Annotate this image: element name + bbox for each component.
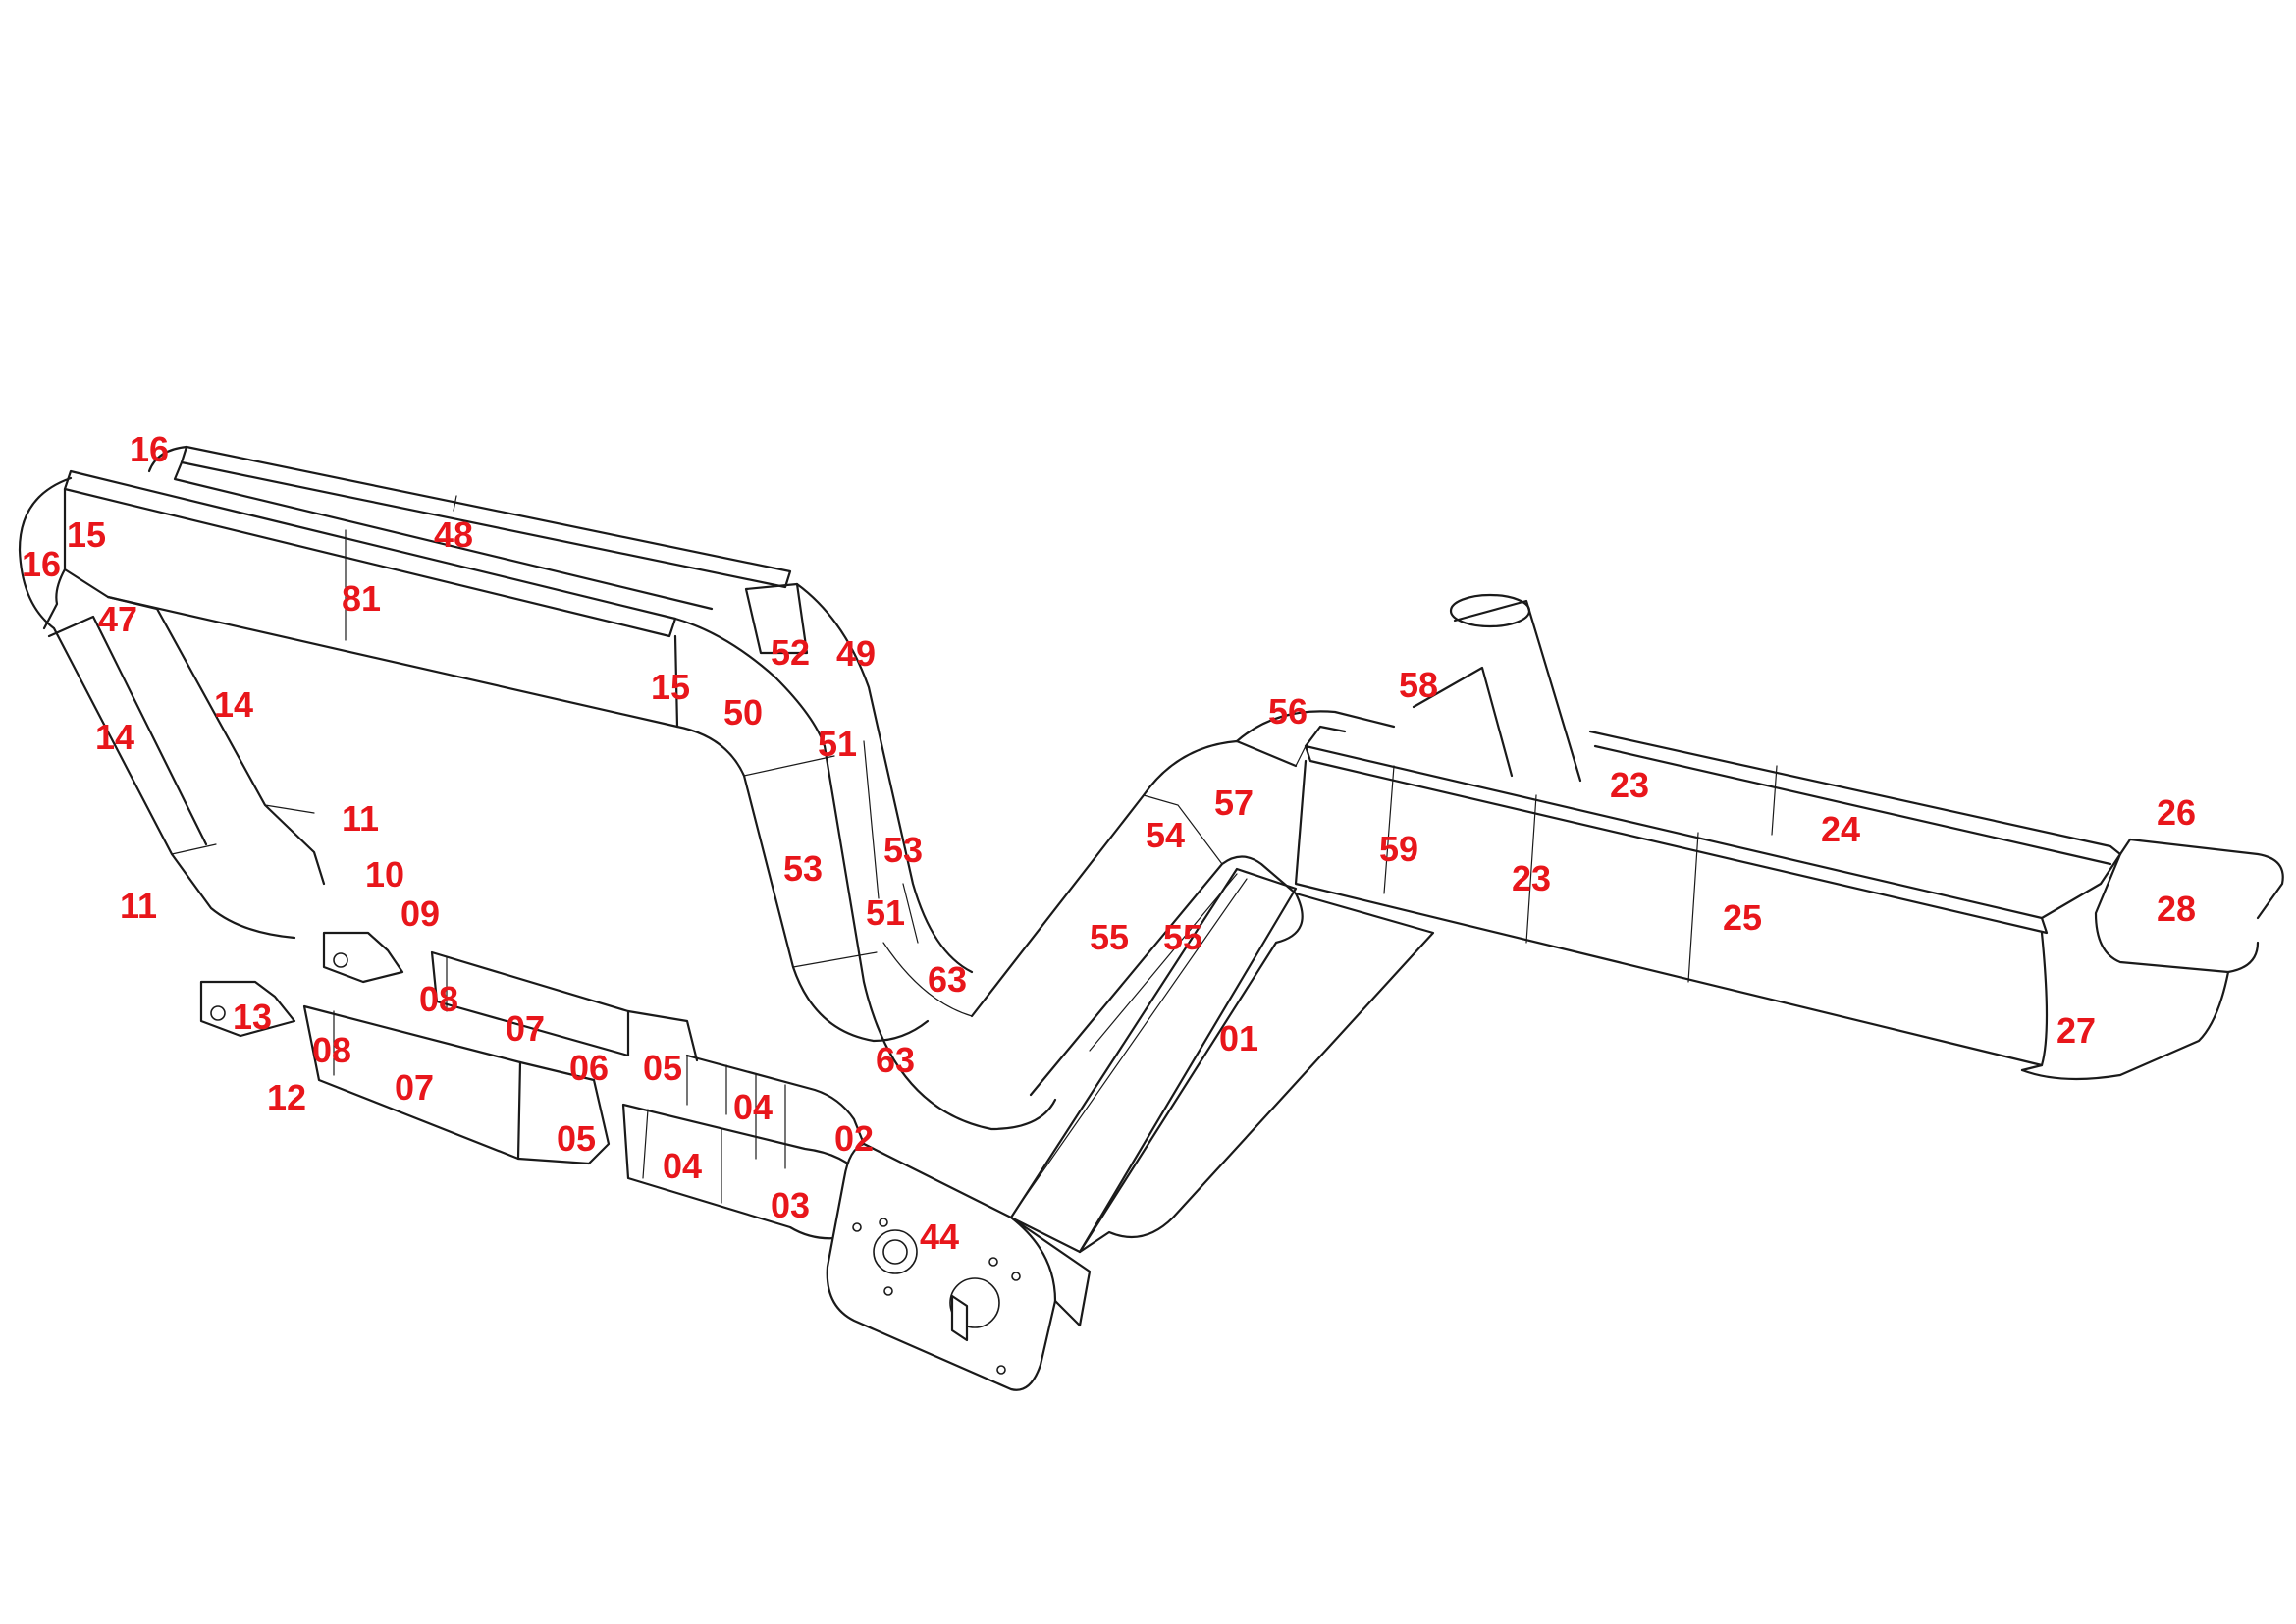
part-label-56: 56 [1268, 691, 1308, 731]
part-label-54: 54 [1146, 815, 1185, 855]
central-seat-support [1235, 593, 1582, 783]
part-label-15-right: 15 [651, 667, 690, 707]
part-label-10: 10 [365, 854, 404, 894]
part-label-49: 49 [836, 633, 876, 674]
part-label-15-left: 15 [67, 514, 106, 555]
part-label-14-inner: 14 [214, 684, 253, 725]
right-end-cap [2020, 838, 2284, 1081]
part-label-16-top: 16 [130, 429, 169, 469]
part-label-11-lower: 11 [120, 886, 157, 926]
part-label-53-right: 53 [883, 830, 923, 870]
part-label-48: 48 [434, 514, 473, 555]
part-label-24: 24 [1821, 809, 1860, 849]
top-front-rail [63, 469, 679, 729]
part-label-04-lower: 04 [663, 1146, 702, 1186]
right-long-rail [1294, 730, 2122, 1067]
part-label-50: 50 [723, 692, 763, 732]
part-label-14-outer: 14 [95, 717, 134, 757]
mid-crossing-tubes [970, 739, 1298, 1097]
gearbox-plate [826, 1142, 1092, 1391]
top-back-rail [147, 445, 792, 611]
part-label-02: 02 [834, 1118, 874, 1159]
rear-upright-loop [673, 582, 1057, 1131]
part-label-63-upper: 63 [928, 959, 967, 1000]
part-label-23-lower: 23 [1512, 858, 1551, 898]
part-label-63-lower: 63 [876, 1040, 915, 1080]
part-label-04-upper: 04 [733, 1087, 773, 1127]
rear-left-loop [18, 476, 326, 940]
part-label-53-left: 53 [783, 848, 823, 889]
part-label-57: 57 [1214, 783, 1254, 823]
part-label-05-lower: 05 [557, 1118, 596, 1159]
part-label-09: 09 [400, 893, 440, 934]
part-label-08-upper: 08 [419, 979, 458, 1019]
part-label-28: 28 [2157, 889, 2196, 929]
part-label-51-lower: 51 [866, 893, 905, 933]
part-label-11-upper: 11 [342, 798, 379, 839]
part-label-01: 01 [1219, 1018, 1258, 1058]
part-label-26: 26 [2157, 792, 2196, 833]
part-label-47: 47 [98, 599, 137, 639]
part-label-12: 12 [267, 1077, 306, 1117]
part-label-55-left: 55 [1090, 917, 1129, 957]
part-label-08-lower: 08 [312, 1030, 351, 1070]
part-label-07-upper: 07 [506, 1008, 545, 1049]
part-label-23-upper: 23 [1610, 765, 1649, 805]
frame-line-art [18, 445, 2284, 1391]
part-label-55-right: 55 [1163, 917, 1202, 957]
part-label-44: 44 [920, 1217, 959, 1257]
part-label-05-upper: 05 [643, 1048, 682, 1088]
part-label-07-lower: 07 [395, 1067, 434, 1108]
part-label-81: 81 [342, 578, 381, 619]
part-label-52: 52 [771, 632, 810, 673]
part-label-59: 59 [1379, 829, 1418, 869]
lower-left-rails [199, 931, 699, 1165]
main-floor-beam [1009, 867, 1435, 1254]
part-label-16-left: 16 [22, 544, 61, 584]
part-label-25: 25 [1723, 897, 1762, 938]
part-label-13: 13 [233, 997, 272, 1037]
part-label-51-upper: 51 [818, 724, 857, 764]
part-label-03: 03 [771, 1185, 810, 1225]
part-label-27: 27 [2056, 1010, 2096, 1051]
part-number-labels: 01 02 03 04 04 05 05 06 07 07 08 08 09 1… [22, 429, 2196, 1257]
part-label-06: 06 [569, 1048, 609, 1088]
part-label-58: 58 [1399, 665, 1438, 705]
